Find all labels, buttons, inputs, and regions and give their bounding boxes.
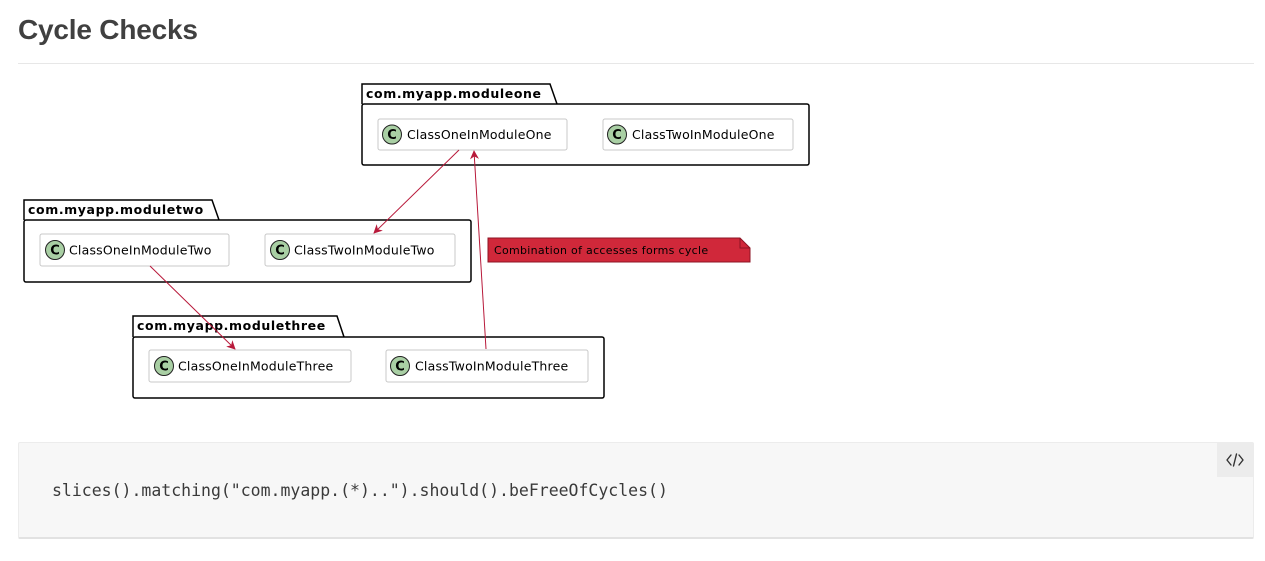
class-badge-icon — [607, 124, 627, 145]
package-moduletwo: com.myapp.moduletwo C ClassOneInModuleTw… — [23, 199, 472, 283]
dependency-arrow — [149, 265, 236, 350]
title-divider — [18, 63, 1254, 64]
class-node[interactable]: C ClassTwoInModuleTwo — [264, 233, 456, 267]
class-node[interactable]: C ClassOneInModuleThree — [148, 349, 352, 383]
package-tab — [23, 199, 220, 221]
class-name: ClassOneInModuleTwo — [69, 243, 212, 258]
package-name: com.myapp.moduletwo — [28, 202, 204, 217]
code-snippet: slices().matching("com.myapp.(*)..").sho… — [52, 481, 668, 500]
class-badge-letter: C — [395, 360, 405, 375]
class-badge-letter: C — [50, 244, 60, 259]
class-badge-icon — [382, 124, 402, 145]
class-name: ClassTwoInModuleTwo — [294, 243, 435, 258]
class-node[interactable]: C ClassOneInModuleOne — [377, 118, 568, 151]
class-badge-letter: C — [387, 128, 397, 143]
note-fold — [739, 238, 750, 249]
package-moduleone: com.myapp.moduleone C ClassOneInModuleOn… — [361, 83, 810, 166]
class-badge-icon — [154, 356, 174, 376]
dependency-arrow — [373, 149, 460, 234]
code-toggle-button[interactable] — [1217, 443, 1253, 477]
code-block: slices().matching("com.myapp.(*)..").sho… — [18, 442, 1254, 539]
class-badge-icon — [270, 240, 290, 260]
package-tab — [361, 83, 558, 105]
package-modulethree: com.myapp.modulethree C ClassOneInModule… — [132, 315, 605, 399]
class-name: ClassTwoInModuleOne — [632, 127, 775, 142]
package-tab — [132, 315, 345, 338]
class-node[interactable]: C ClassTwoInModuleThree — [385, 349, 589, 383]
class-badge-letter: C — [275, 244, 285, 259]
dependency-arrow — [469, 150, 487, 350]
page-title: Cycle Checks — [18, 14, 198, 45]
class-name: ClassOneInModuleThree — [178, 359, 334, 374]
package-name: com.myapp.moduleone — [366, 86, 542, 101]
class-badge-letter: C — [612, 128, 622, 143]
class-node[interactable]: C ClassOneInModuleTwo — [39, 233, 230, 267]
package-name: com.myapp.modulethree — [137, 318, 326, 333]
cycle-note: Combination of accesses forms cycle — [487, 237, 751, 263]
class-node[interactable]: C ClassTwoInModuleOne — [602, 118, 794, 151]
class-badge-letter: C — [159, 360, 169, 375]
class-badge-icon — [45, 240, 65, 260]
note-text: Combination of accesses forms cycle — [494, 244, 708, 257]
code-icon — [1226, 453, 1244, 467]
class-name: ClassOneInModuleOne — [407, 127, 552, 142]
class-name: ClassTwoInModuleThree — [415, 359, 568, 374]
note-shape — [487, 237, 751, 263]
cycle-diagram: com.myapp.moduleone C ClassOneInModuleOn… — [23, 83, 810, 399]
class-badge-icon — [390, 356, 410, 376]
